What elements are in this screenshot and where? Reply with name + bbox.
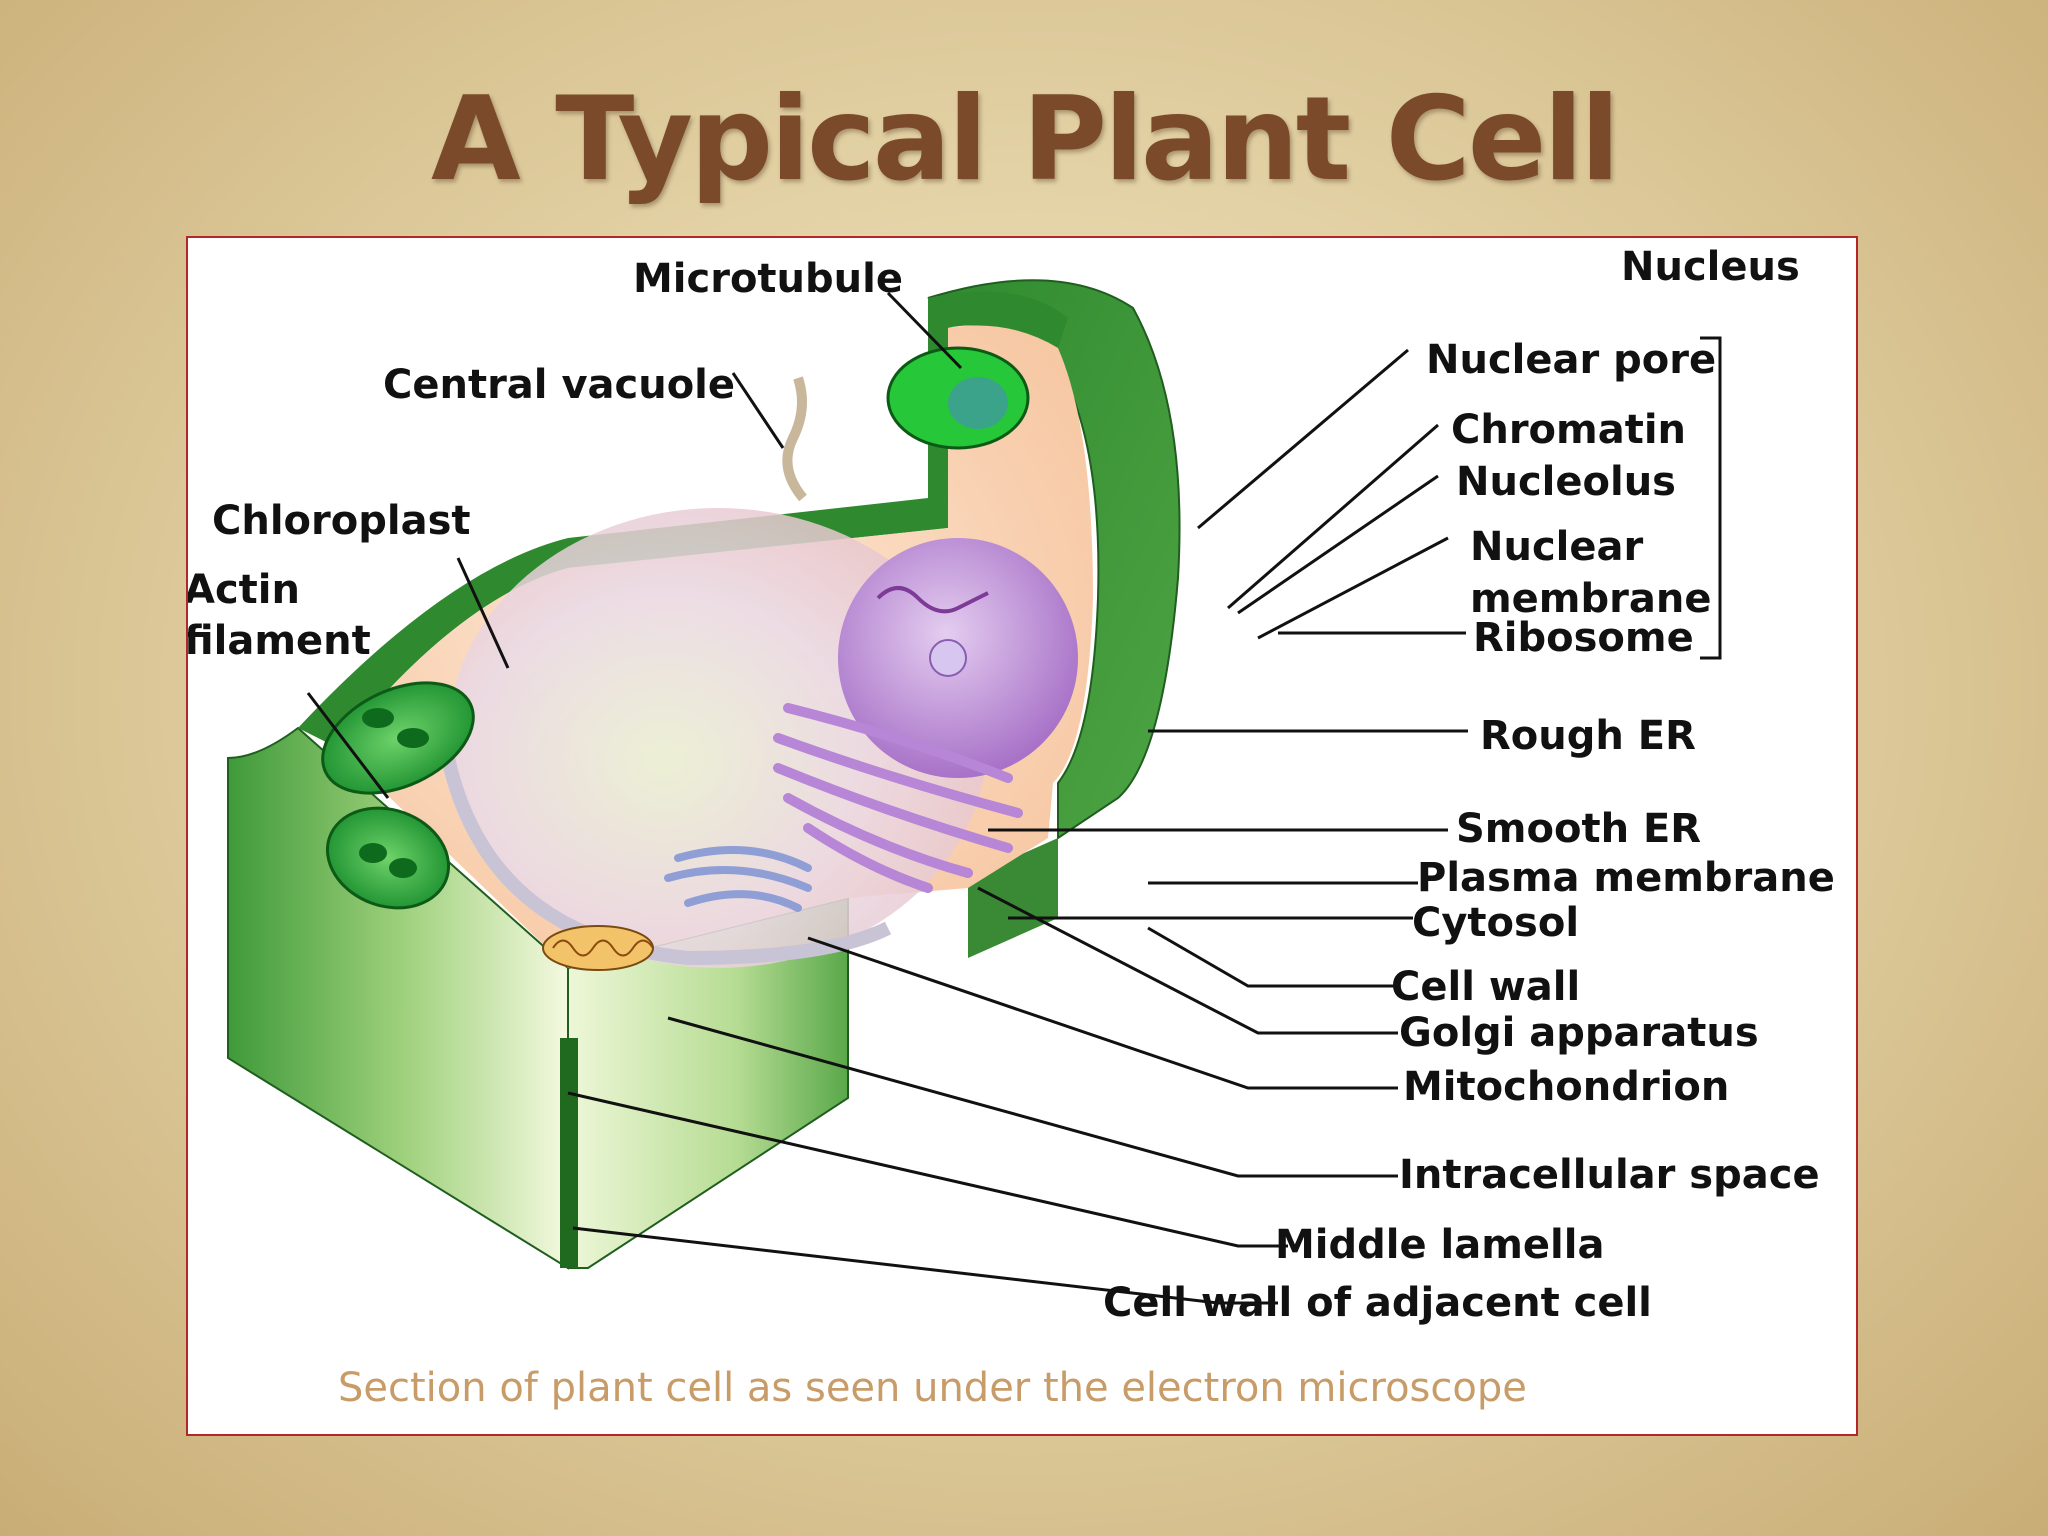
label-chromatin: Chromatin	[1451, 407, 1686, 453]
label-microtubule: Microtubule	[633, 256, 903, 302]
label-rough-er: Rough ER	[1480, 713, 1696, 759]
microtubule-shape	[782, 376, 807, 502]
label-nuclear-membrane-1: Nuclear	[1470, 524, 1643, 570]
nucleolus-shape	[929, 639, 967, 677]
chromatin-shape	[876, 586, 989, 614]
label-plasma-membrane: Plasma membrane	[1417, 855, 1835, 901]
label-nuclear-membrane-2: membrane	[1470, 576, 1711, 622]
chloroplast-shape-2	[325, 806, 451, 910]
label-mitochondrion: Mitochondrion	[1403, 1064, 1729, 1110]
plant-cell-diagram: Microtubule Nucleus Central vacuole Nucl…	[188, 244, 1835, 1411]
label-chloroplast: Chloroplast	[212, 498, 471, 544]
label-intracellular-space: Intracellular space	[1399, 1152, 1820, 1198]
adjacent-cell-wall	[560, 1038, 578, 1268]
label-smooth-er: Smooth ER	[1456, 806, 1701, 852]
mitochondrion-cristae	[552, 939, 654, 957]
label-cell-wall-adjacent: Cell wall of adjacent cell	[1103, 1280, 1652, 1326]
label-nucleolus: Nucleolus	[1456, 459, 1676, 505]
label-actin-2: filament	[188, 618, 371, 664]
chloroplast-grana	[359, 377, 1008, 878]
label-cell-wall: Cell wall	[1391, 964, 1580, 1010]
label-cytosol: Cytosol	[1412, 900, 1579, 946]
mitochondrion-shape	[542, 925, 654, 971]
label-actin-1: Actin	[188, 567, 300, 613]
label-central-vacuole: Central vacuole	[383, 362, 735, 408]
label-nuclear-pore: Nuclear pore	[1426, 337, 1716, 383]
diagram-frame: Microtubule Nucleus Central vacuole Nucl…	[186, 236, 1858, 1436]
label-nucleus: Nucleus	[1621, 244, 1800, 290]
label-ribosome: Ribosome	[1473, 615, 1694, 661]
figure-caption: Section of plant cell as seen under the …	[338, 1365, 1527, 1411]
rough-er	[773, 703, 1023, 893]
slide-title: A Typical Plant Cell	[431, 72, 1620, 207]
label-middle-lamella: Middle lamella	[1275, 1222, 1604, 1268]
leader-lines	[306, 291, 1722, 1305]
label-golgi-apparatus: Golgi apparatus	[1399, 1010, 1759, 1056]
golgi-apparatus	[664, 846, 812, 912]
